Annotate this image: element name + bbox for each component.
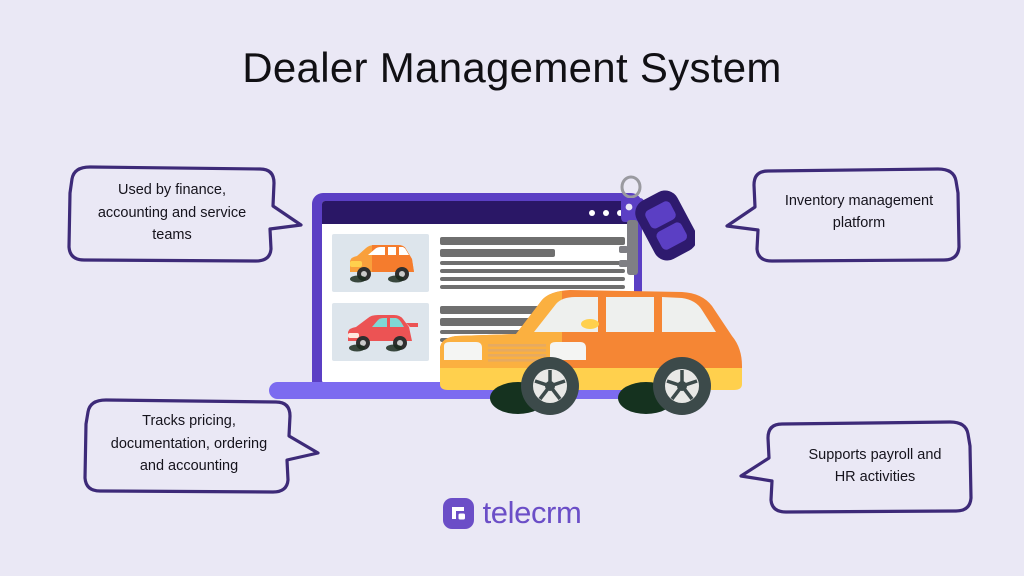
- callout-bubble-top-left: Used by finance, accounting and service …: [54, 163, 304, 265]
- placeholder-line: [440, 269, 625, 273]
- callout-bubble-bottom-left: Tracks pricing, documentation, ordering …: [70, 396, 322, 494]
- window-dot-icon: [617, 209, 623, 216]
- callout-text-top-right: Inventory management platform: [784, 192, 934, 231]
- callout-text-bottom-left: Tracks pricing, documentation, ordering …: [110, 413, 268, 475]
- callout-bubble-bottom-right: Supports payroll and HR activities: [736, 418, 986, 514]
- callout-text-top-left: Used by finance, accounting and service …: [97, 182, 247, 244]
- callout-outline-bottom-right: [739, 420, 973, 514]
- logo-arrow-icon: [451, 506, 465, 519]
- window-dot-icon: [603, 209, 609, 216]
- callout-bubble-top-right: Inventory management platform: [722, 165, 974, 263]
- callout-text-bottom-right: Supports payroll and HR activities: [808, 446, 942, 485]
- telecrm-logo: telecrm: [0, 495, 1024, 531]
- car-key-icon: [619, 175, 697, 275]
- callout-outline-top-right: [725, 167, 961, 263]
- vehicle-thumbnail-red-sports-car: [332, 303, 429, 361]
- vehicle-listing-row: [332, 234, 625, 293]
- placeholder-line: [440, 285, 625, 289]
- page-title: Dealer Management System: [242, 44, 782, 91]
- placeholder-line: [440, 306, 625, 314]
- browser-title-bar: [322, 201, 634, 224]
- red-sports-car-icon: [348, 315, 418, 352]
- placeholder-line: [440, 277, 625, 281]
- orange-suv-large-icon: [440, 290, 742, 415]
- orange-suv-icon: [350, 245, 414, 283]
- window-controls: [589, 209, 623, 216]
- listing-text-placeholder: [440, 234, 625, 293]
- callout-outline-top-left: [67, 165, 303, 263]
- placeholder-line: [440, 261, 625, 265]
- callout-outline-bottom-left: [83, 398, 320, 494]
- telecrm-logo-mark-icon: [442, 497, 474, 529]
- placeholder-line: [440, 237, 625, 245]
- car-keys-illustration: [605, 170, 697, 295]
- window-dot-icon: [589, 209, 595, 216]
- telecrm-wordmark: telecrm: [482, 495, 582, 530]
- illustration-stage: [255, 160, 775, 420]
- foreground-car-illustration: [430, 280, 760, 420]
- placeholder-line: [440, 249, 555, 257]
- vehicle-thumbnail-orange-suv: [332, 234, 429, 292]
